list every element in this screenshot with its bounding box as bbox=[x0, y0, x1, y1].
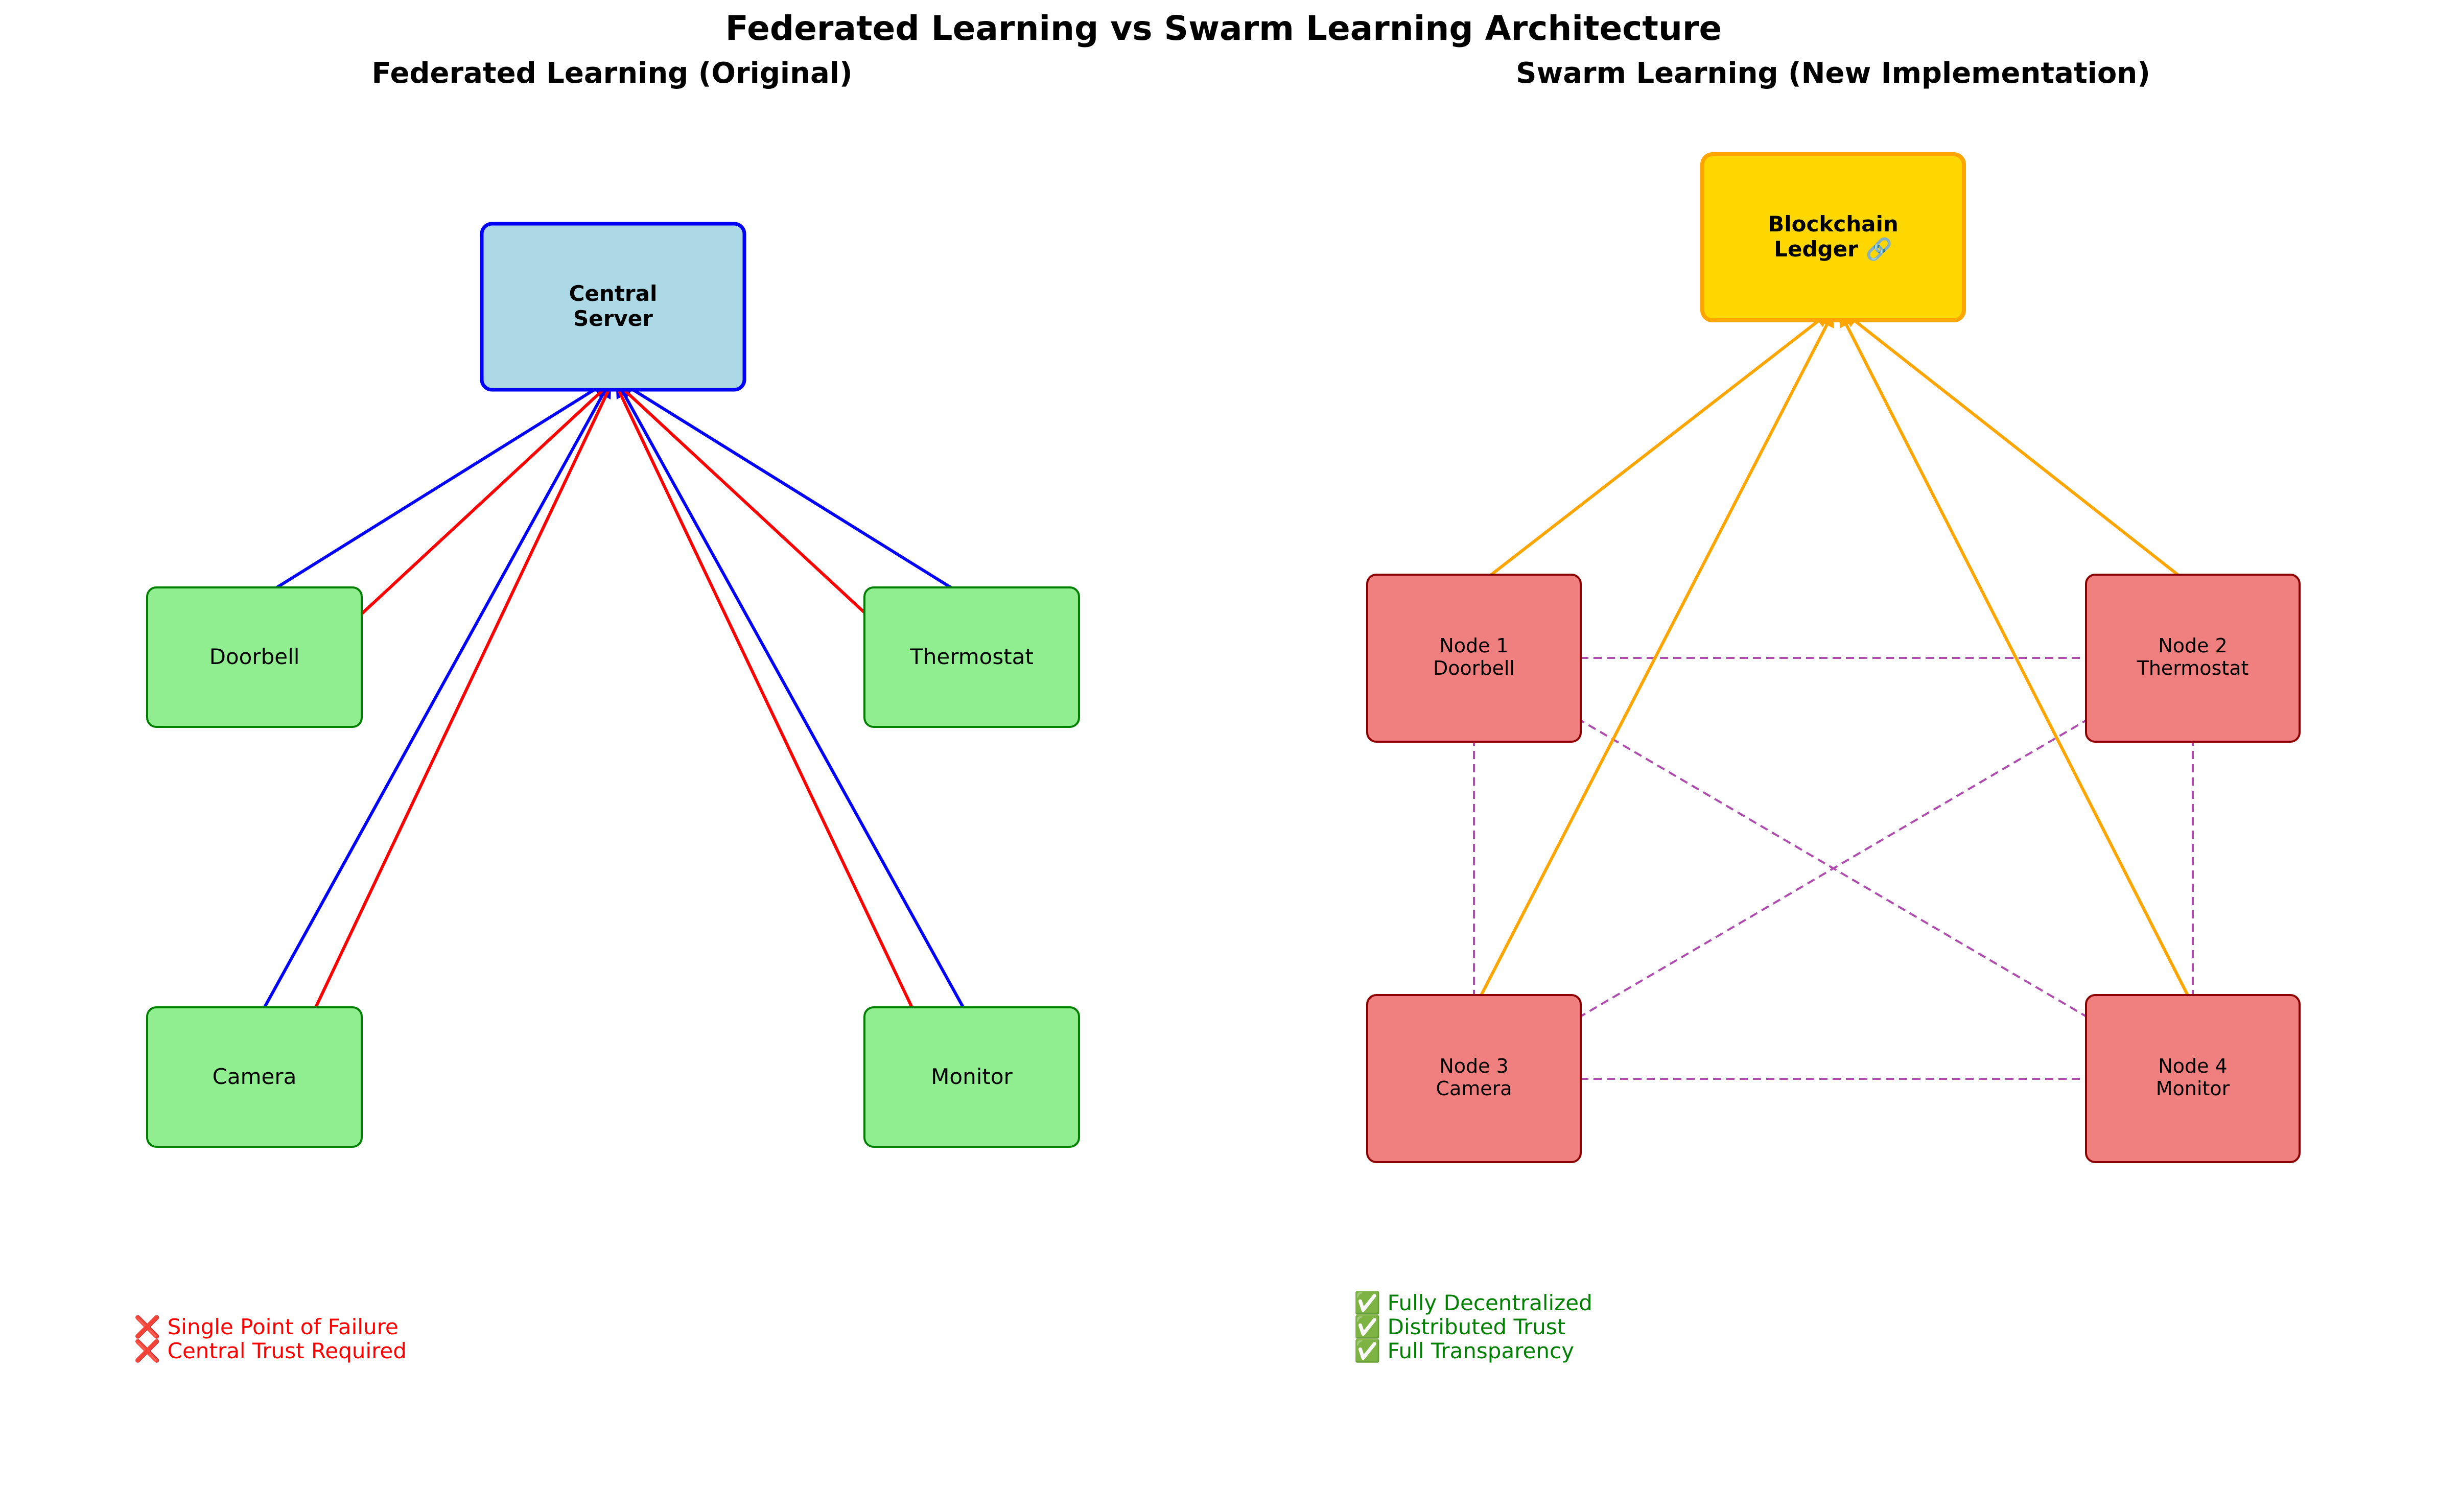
upload-arrow-monitor bbox=[615, 379, 971, 1020]
swarm-node-3: Node 3 Camera bbox=[1366, 994, 1582, 1163]
ledger-label-line1: Blockchain bbox=[1768, 211, 1899, 237]
device-doorbell: Doorbell bbox=[146, 586, 363, 728]
device-camera-label: Camera bbox=[213, 1064, 297, 1089]
node-3-label-line2: Camera bbox=[1436, 1077, 1512, 1100]
ledger-link-node4 bbox=[1839, 311, 2192, 1002]
federated-note-2: ❌ Central Trust Required bbox=[134, 1338, 407, 1364]
device-monitor: Monitor bbox=[863, 1006, 1080, 1148]
device-thermostat-label: Thermostat bbox=[909, 644, 1034, 669]
peer-links bbox=[1473, 657, 2194, 1080]
upload-arrow-camera bbox=[256, 379, 612, 1020]
federated-arrows bbox=[256, 379, 971, 1131]
central-server-node: Central Server bbox=[480, 222, 746, 392]
federated-note-1: ❌ Single Point of Failure bbox=[134, 1314, 399, 1340]
device-doorbell-label: Doorbell bbox=[209, 644, 300, 669]
node-2-label-line2: Thermostat bbox=[2137, 657, 2249, 679]
node-2-label-line1: Node 2 bbox=[2158, 634, 2227, 657]
ledger-link-node3 bbox=[1477, 311, 1835, 1002]
swarm-node-4: Node 4 Monitor bbox=[2085, 994, 2301, 1163]
node-3-label-line1: Node 3 bbox=[1439, 1055, 1508, 1077]
node-1-label-line1: Node 1 bbox=[1439, 634, 1508, 657]
federated-panel: Federated Learning (Original) Central Se… bbox=[134, 57, 1080, 1364]
upload-arrow-thermostat bbox=[616, 379, 971, 601]
device-monitor-label: Monitor bbox=[931, 1064, 1013, 1089]
device-camera: Camera bbox=[146, 1006, 363, 1148]
ledger-label-line2: Ledger 🔗 bbox=[1774, 236, 1892, 262]
ledger-link-node2 bbox=[1843, 311, 2192, 586]
blockchain-ledger-node: Blockchain Ledger 🔗 bbox=[1700, 152, 1966, 322]
diagram-title: Federated Learning vs Swarm Learning Arc… bbox=[725, 9, 1722, 48]
federated-subtitle: Federated Learning (Original) bbox=[371, 57, 852, 90]
download-arrow-camera bbox=[256, 380, 615, 1131]
central-server-label-line1: Central bbox=[569, 281, 658, 306]
swarm-note-1: ✅ Fully Decentralized bbox=[1354, 1290, 1592, 1315]
central-server-label-line2: Server bbox=[573, 306, 653, 331]
swarm-subtitle: Swarm Learning (New Implementation) bbox=[1516, 57, 2150, 90]
swarm-node-2: Node 2 Thermostat bbox=[2085, 574, 2301, 743]
swarm-note-2: ✅ Distributed Trust bbox=[1354, 1314, 1565, 1339]
node-4-label-line2: Monitor bbox=[2156, 1077, 2230, 1100]
device-thermostat: Thermostat bbox=[863, 586, 1080, 728]
swarm-note-3: ✅ Full Transparency bbox=[1354, 1338, 1574, 1363]
ledger-links bbox=[1477, 311, 2192, 1002]
swarm-node-1: Node 1 Doorbell bbox=[1366, 574, 1582, 743]
swarm-panel: Swarm Learning (New Implementation) Bloc… bbox=[1354, 57, 2301, 1363]
node-4-label-line1: Node 4 bbox=[2158, 1055, 2227, 1077]
upload-arrow-doorbell bbox=[257, 379, 611, 601]
ledger-link-node1 bbox=[1477, 311, 1831, 586]
node-1-label-line2: Doorbell bbox=[1433, 657, 1515, 679]
peer-link-2-3 bbox=[1473, 657, 2194, 1080]
download-arrow-monitor bbox=[613, 380, 971, 1131]
